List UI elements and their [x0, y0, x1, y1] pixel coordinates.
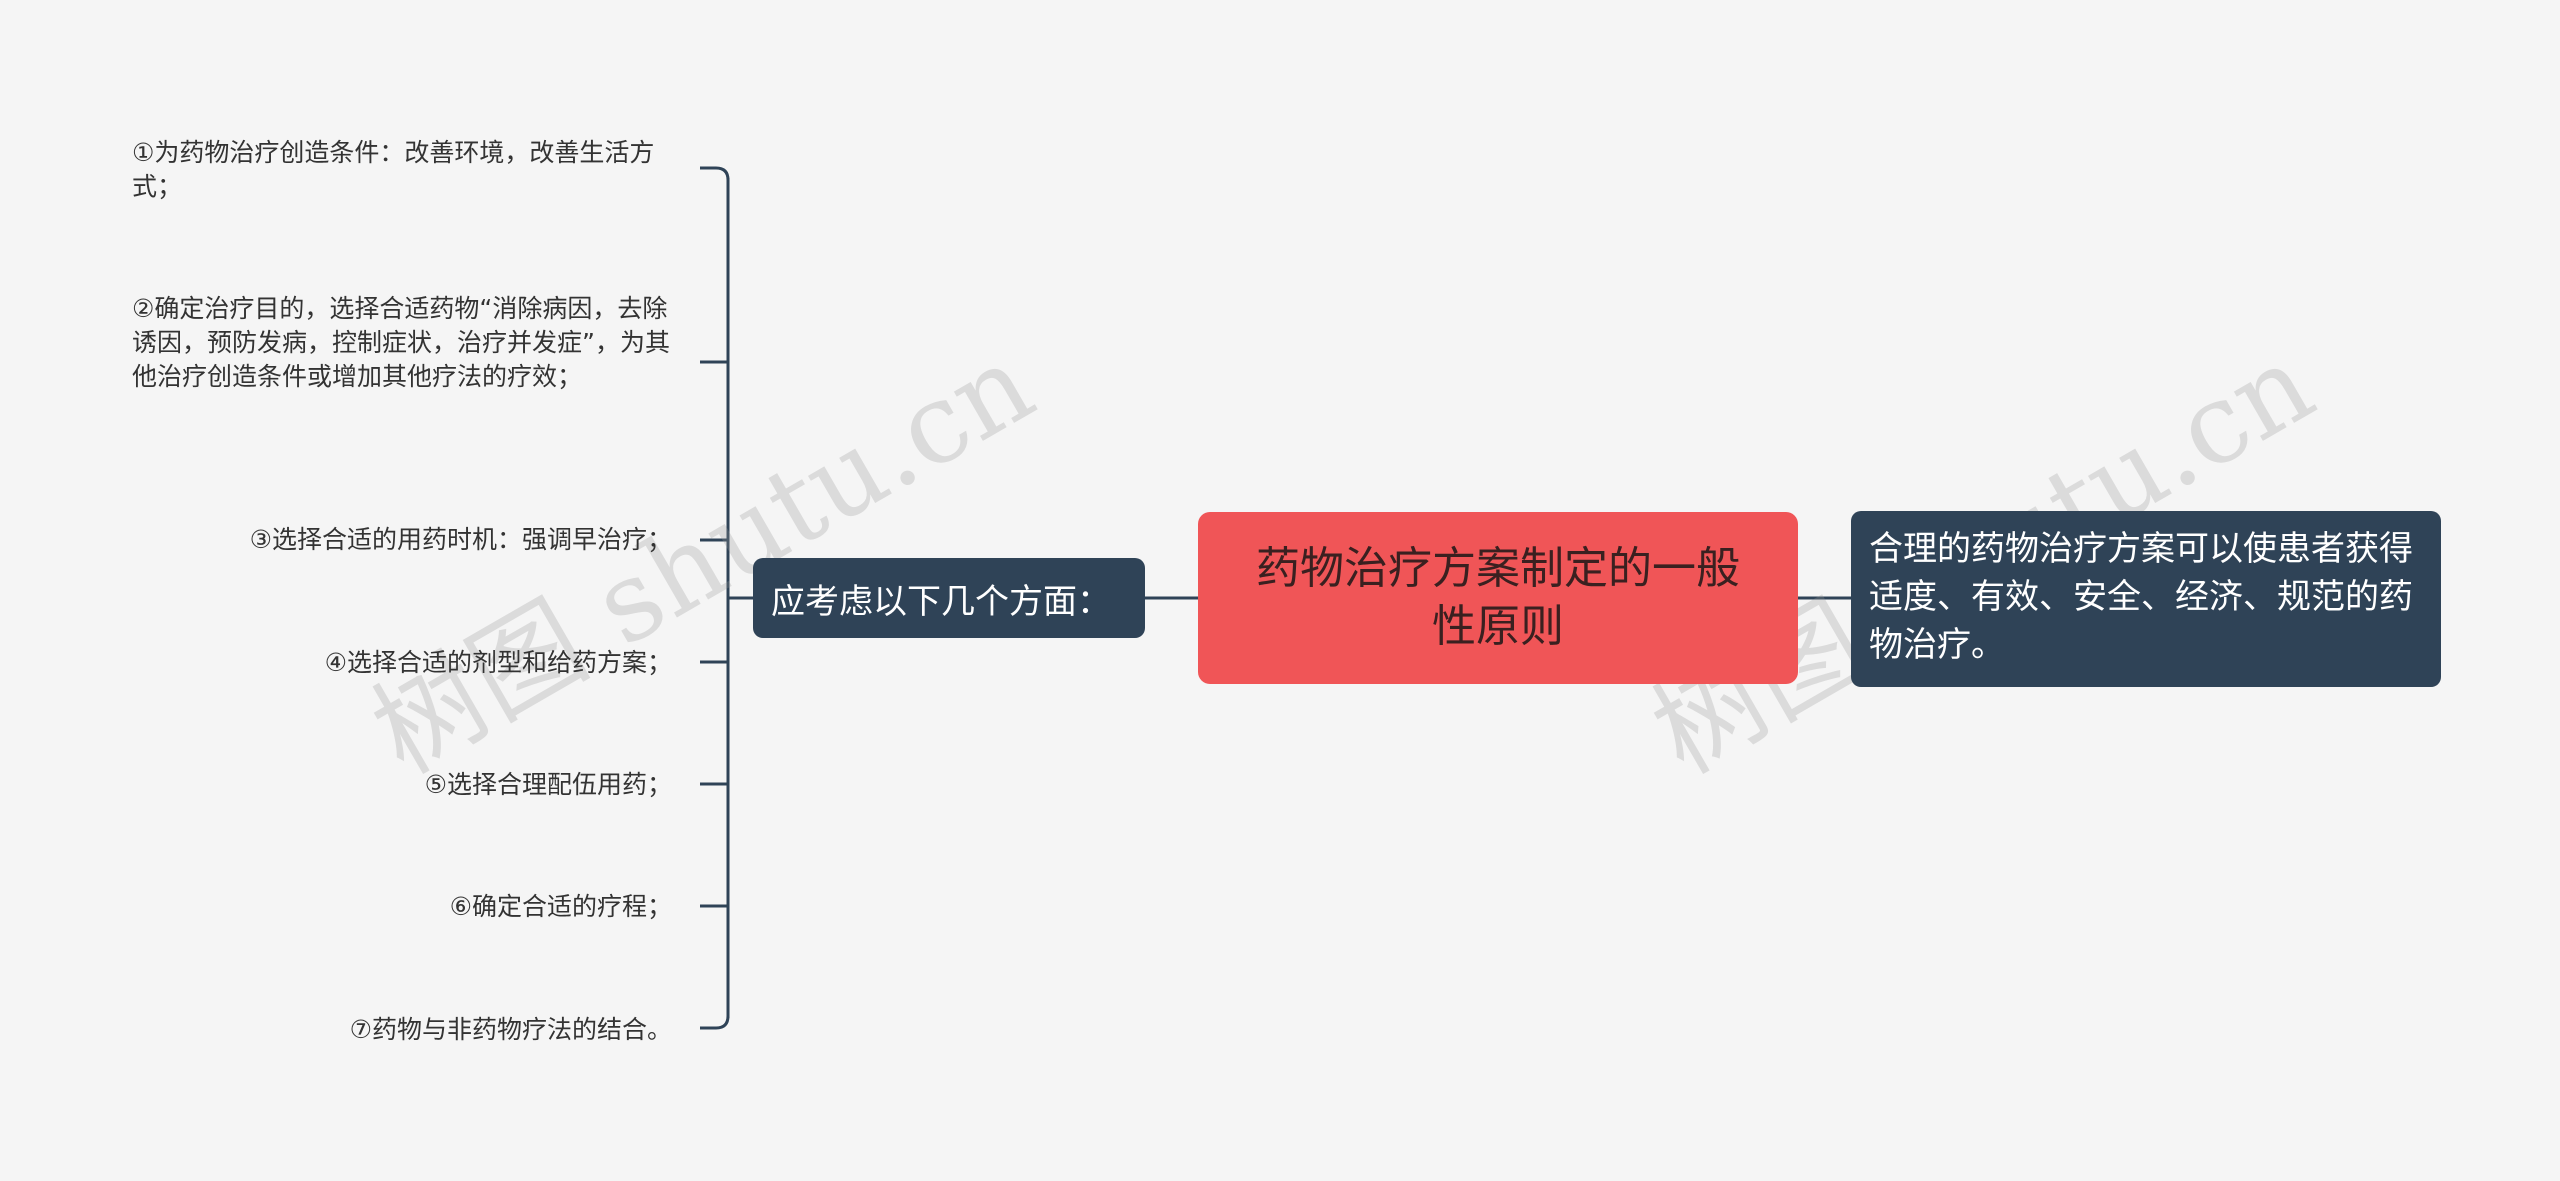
branch-1 [700, 166, 730, 181]
leaf-item-1[interactable]: ①为药物治疗创造条件：改善环境，改善生活方式； [132, 138, 655, 201]
branch-node-left[interactable]: 应考虑以下几个方面： [753, 558, 1145, 638]
branch-label: 应考虑以下几个方面： [771, 581, 1111, 622]
leaf-item-5[interactable]: ⑤选择合理配伍用药； [424, 770, 672, 799]
root-node[interactable]: 药物治疗方案制定的一般性原则 [1198, 512, 1798, 684]
leaf-item-2[interactable]: ②确定治疗目的，选择合适药物“消除病因，去除诱因，预防发病，控制症状，治疗并发症… [132, 294, 670, 391]
branch-label: 合理的药物治疗方案可以使患者获得适度、有效、安全、经济、规范的药物治疗。 [1869, 529, 2413, 665]
leaf-item-3[interactable]: ③选择合适的用药时机：强调早治疗； [249, 525, 672, 554]
leaf-item-7[interactable]: ⑦药物与非药物疗法的结合。 [349, 1015, 672, 1044]
leaf-item-4[interactable]: ④选择合适的剂型和给药方案； [324, 648, 672, 677]
leaf-item-6[interactable]: ⑥确定合适的疗程； [449, 892, 672, 921]
root-label: 药物治疗方案制定的一般性原则 [1256, 543, 1740, 652]
branch-7 [700, 1015, 730, 1030]
branch-node-right[interactable]: 合理的药物治疗方案可以使患者获得适度、有效、安全、经济、规范的药物治疗。 [1851, 511, 2441, 687]
